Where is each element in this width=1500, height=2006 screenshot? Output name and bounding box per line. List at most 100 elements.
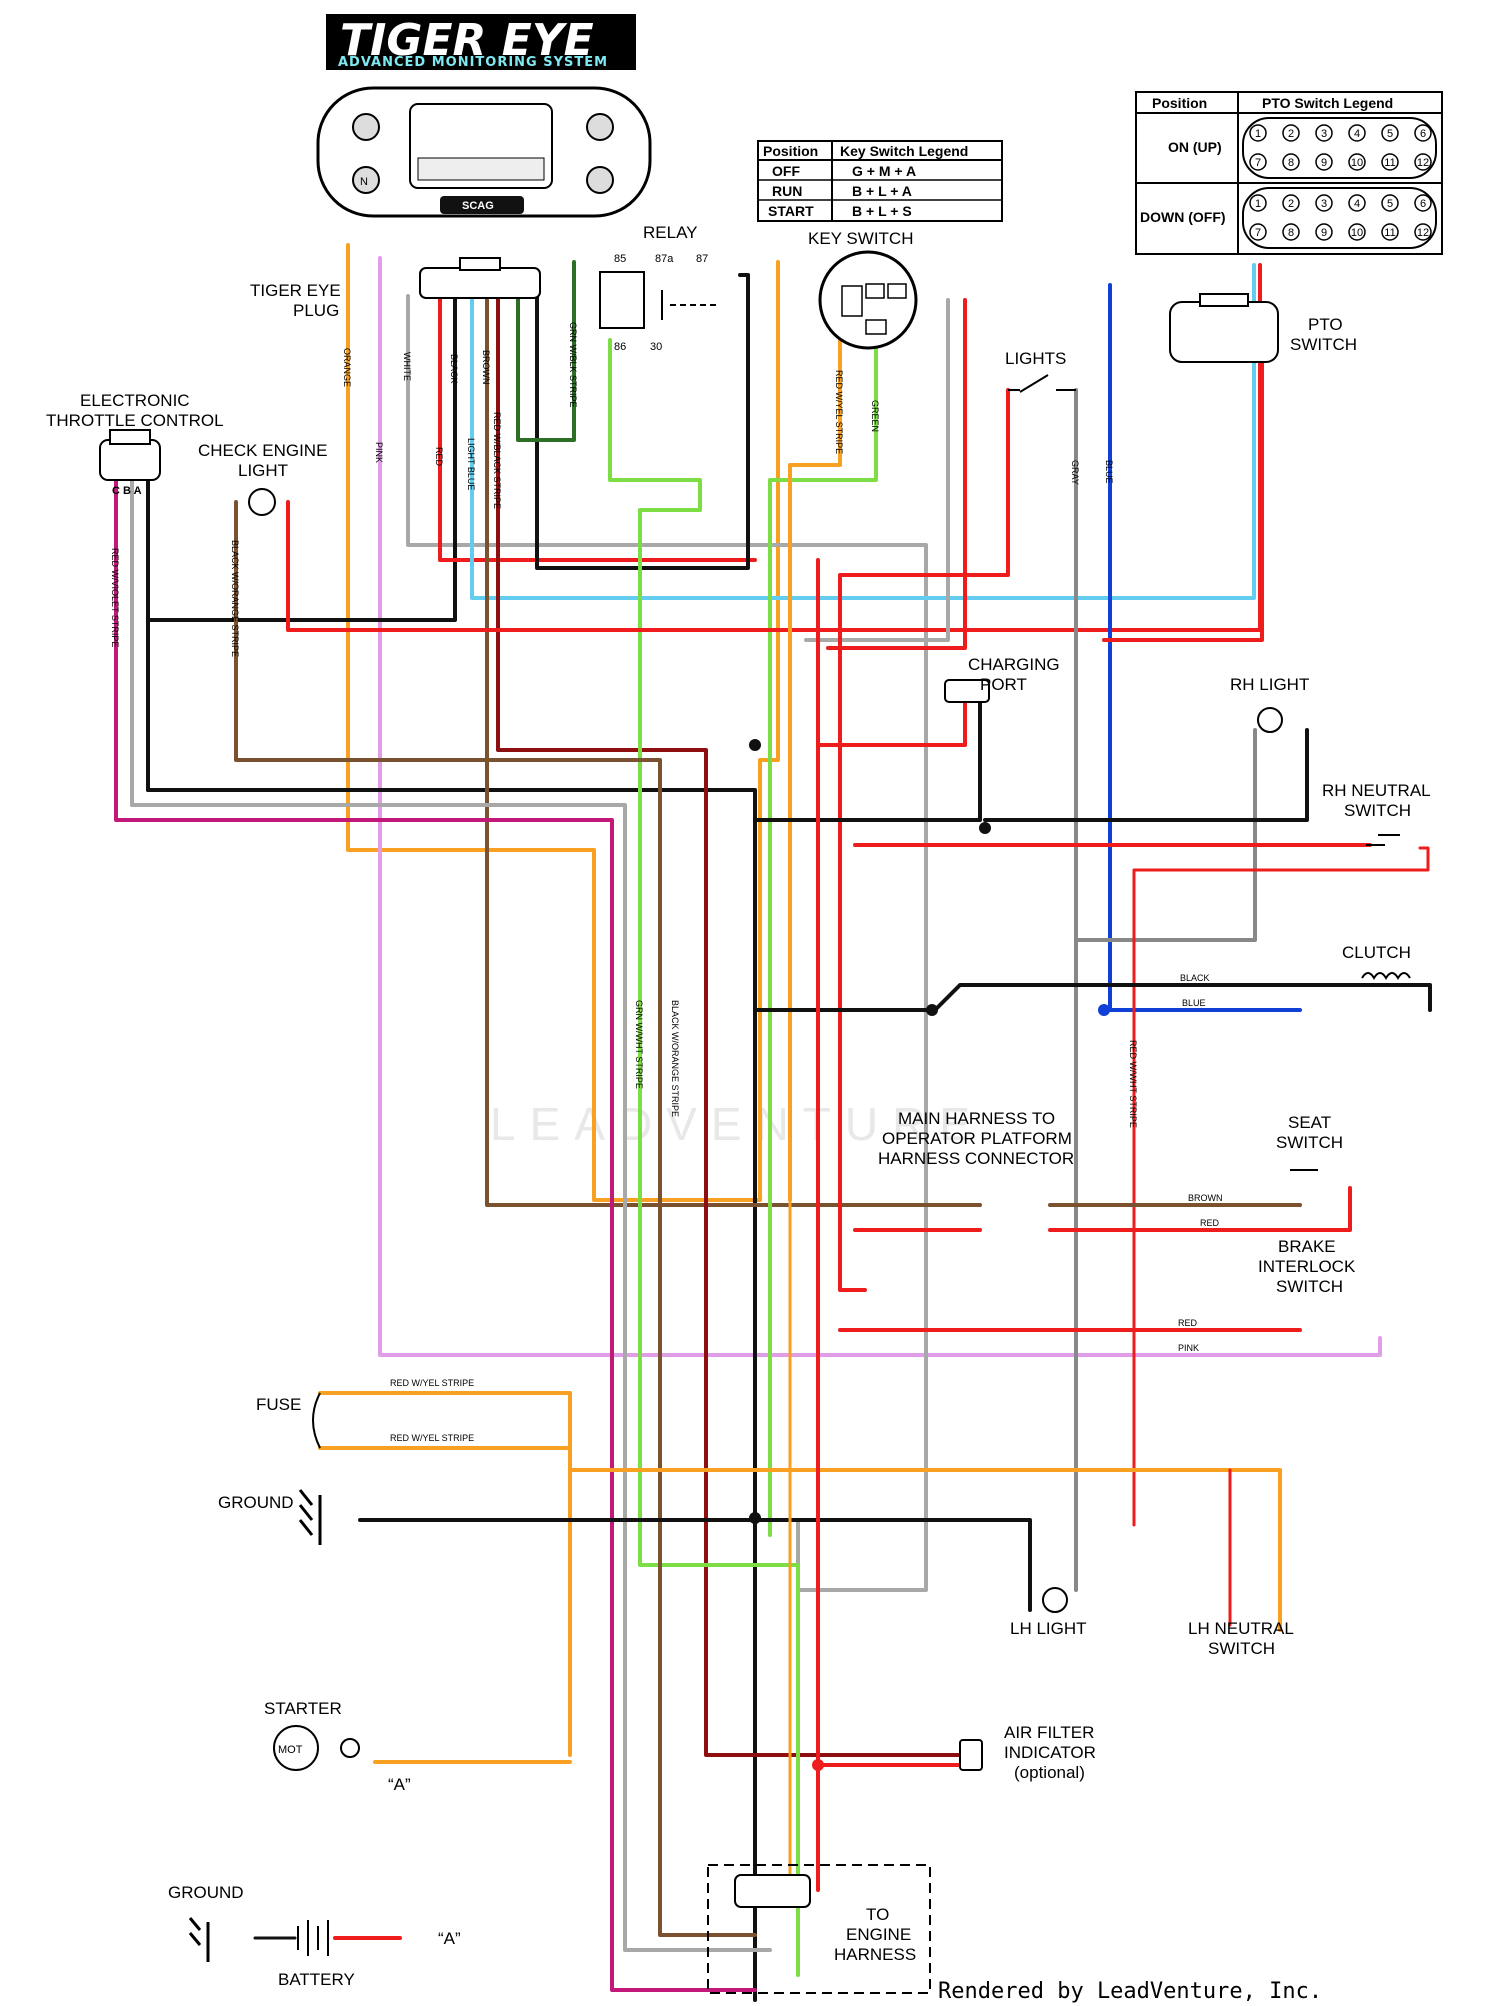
pto-pin-number: 1	[1255, 128, 1261, 140]
lh-neutral-label-1: LH NEUTRAL	[1188, 1619, 1294, 1638]
pto-pin-number: 9	[1321, 227, 1327, 239]
air-filter-label-3: (optional)	[1014, 1763, 1085, 1782]
pto-pin-number: 2	[1288, 198, 1294, 210]
starter-motor-icon	[273, 1725, 319, 1771]
pto-pin-number: 12	[1417, 157, 1429, 169]
wire-label-seat-red: RED	[1200, 1218, 1220, 1228]
ks-row-off-position: OFF	[772, 163, 800, 179]
tiger-eye-plug	[419, 257, 541, 299]
relay-pin-85: 85	[614, 253, 626, 265]
relay	[599, 271, 720, 329]
engine-harness-label-1: TO	[866, 1905, 889, 1924]
pto-pin-number: 6	[1420, 128, 1426, 140]
pto-pin-circle	[1414, 223, 1432, 241]
relay-pin-30: 30	[650, 341, 662, 353]
pto-switch-legend: Position PTO Switch Legend ON (UP) DOWN …	[1135, 91, 1443, 255]
pto-pin-number: 7	[1255, 157, 1261, 169]
pto-pin-number: 3	[1321, 198, 1327, 210]
ks-legend-header-title: Key Switch Legend	[840, 143, 968, 159]
charging-port	[944, 679, 990, 703]
pto-pin-circle	[1414, 194, 1432, 212]
key-switch-label: KEY SWITCH	[808, 229, 913, 248]
rh-light-label: RH LIGHT	[1230, 675, 1309, 694]
wire-label-red-violet: RED W/VIOLET STRIPE	[110, 548, 120, 647]
pto-pin-circle	[1381, 124, 1399, 142]
fuse-icon	[312, 1392, 321, 1449]
pto-legend-header-position: Position	[1152, 95, 1207, 111]
etc-pins: C B A	[112, 485, 142, 497]
relay-pin-87: 87	[696, 253, 708, 265]
pto-pin-circle	[1282, 153, 1300, 171]
fuse-label: FUSE	[256, 1395, 301, 1414]
lights-label: LIGHTS	[1005, 349, 1066, 368]
engine-harness-label-3: HARNESS	[834, 1945, 916, 1964]
charging-port-label-1: CHARGING	[968, 655, 1060, 674]
lh-neutral-label-2: SWITCH	[1208, 1639, 1275, 1658]
brake-label-3: SWITCH	[1276, 1277, 1343, 1296]
pto-pin-number: 9	[1321, 157, 1327, 169]
main-harness-label-2: OPERATOR PLATFORM	[882, 1129, 1072, 1148]
brake-label-2: INTERLOCK	[1258, 1257, 1356, 1276]
pto-pin-circle	[1348, 153, 1366, 171]
wire-label-red-yel-fuse-bottom: RED W/YEL STRIPE	[390, 1433, 474, 1443]
starter-ref: “A”	[388, 1775, 411, 1794]
pto-pin-number: 1	[1255, 198, 1261, 210]
wire-label-pink: PINK	[374, 442, 384, 463]
pto-switch-connector	[1169, 293, 1279, 363]
pto-row-on-position: ON (UP)	[1168, 139, 1222, 155]
main-harness-label-3: HARNESS CONNECTOR	[878, 1149, 1074, 1168]
pto-switch-label-1: PTO	[1308, 315, 1343, 334]
tiger-eye-logo: TIGER EYE ADVANCED MONITORING SYSTEM	[326, 14, 636, 70]
wire-label-grn-blk: GRN W/BLK STRIPE	[568, 322, 578, 408]
lh-light-label: LH LIGHT	[1010, 1619, 1087, 1638]
wire-label-grn-wht: GRN W/WHT STRIPE	[634, 1000, 644, 1089]
pto-pin-circle	[1414, 124, 1432, 142]
footer-credit: Rendered by LeadVenture, Inc.	[938, 1979, 1322, 2004]
ks-legend-header-position: Position	[763, 143, 818, 159]
watermark: LEADVENTURE	[490, 1098, 984, 1150]
wire-label-black-orange: BLACK W/ORANGE STRIPE	[670, 1000, 680, 1117]
pto-pin-circle	[1315, 223, 1333, 241]
relay-pin-86: 86	[614, 341, 626, 353]
pto-pin-number: 10	[1351, 227, 1363, 239]
pto-pin-circle	[1282, 223, 1300, 241]
pto-pin-circle	[1282, 124, 1300, 142]
ks-row-start-position: START	[768, 203, 814, 219]
wire-label-brake-red: RED	[1178, 1318, 1198, 1328]
pto-legend-header-title: PTO Switch Legend	[1262, 95, 1393, 111]
seat-switch-label-2: SWITCH	[1276, 1133, 1343, 1152]
ks-row-start-value: B + L + S	[852, 203, 912, 219]
air-filter-label-1: AIR FILTER	[1004, 1723, 1094, 1742]
pto-pin-circle	[1249, 124, 1267, 142]
tiger-eye-plug-label-1: TIGER EYE	[250, 281, 341, 300]
air-filter-connector	[959, 1739, 983, 1771]
ks-row-run-value: B + L + A	[852, 183, 912, 199]
ground-top-label: GROUND	[218, 1493, 294, 1512]
wire-label-brake-pink: PINK	[1178, 1343, 1199, 1353]
pto-pin-circle	[1282, 194, 1300, 212]
wire-label-black-orange-cel: BLACK W/ORANGE STRIPE	[230, 540, 240, 657]
pto-pin-number: 4	[1354, 128, 1360, 140]
wire-label-orange: ORANGE	[342, 348, 352, 387]
lights-switch	[1008, 374, 1076, 393]
pto-pin-circle	[1381, 194, 1399, 212]
starter-label: STARTER	[264, 1699, 342, 1718]
pto-row-off-position: DOWN (OFF)	[1140, 209, 1226, 225]
pto-pin-number: 5	[1387, 128, 1393, 140]
rh-neutral-label-2: SWITCH	[1344, 801, 1411, 820]
wire-label-red-yel-ks: RED W/YEL STRIPE	[834, 370, 844, 454]
lh-light-lamp	[1042, 1587, 1068, 1613]
check-engine-label-1: CHECK ENGINE	[198, 441, 327, 460]
junction-dots	[749, 739, 1110, 1771]
air-filter-label-2: INDICATOR	[1004, 1743, 1096, 1762]
pto-pin-number: 7	[1255, 227, 1261, 239]
pto-pin-circle	[1249, 223, 1267, 241]
ground-bottom-icon	[188, 1917, 210, 1962]
wire-label-brown: BROWN	[481, 350, 491, 385]
wire-label-seat-brown: BROWN	[1188, 1193, 1223, 1203]
seat-switch-label-1: SEAT	[1288, 1113, 1331, 1132]
logo-subtitle: ADVANCED MONITORING SYSTEM	[338, 55, 608, 70]
wire-label-blue: BLUE	[1104, 460, 1114, 484]
pto-pin-number: 11	[1384, 157, 1395, 169]
